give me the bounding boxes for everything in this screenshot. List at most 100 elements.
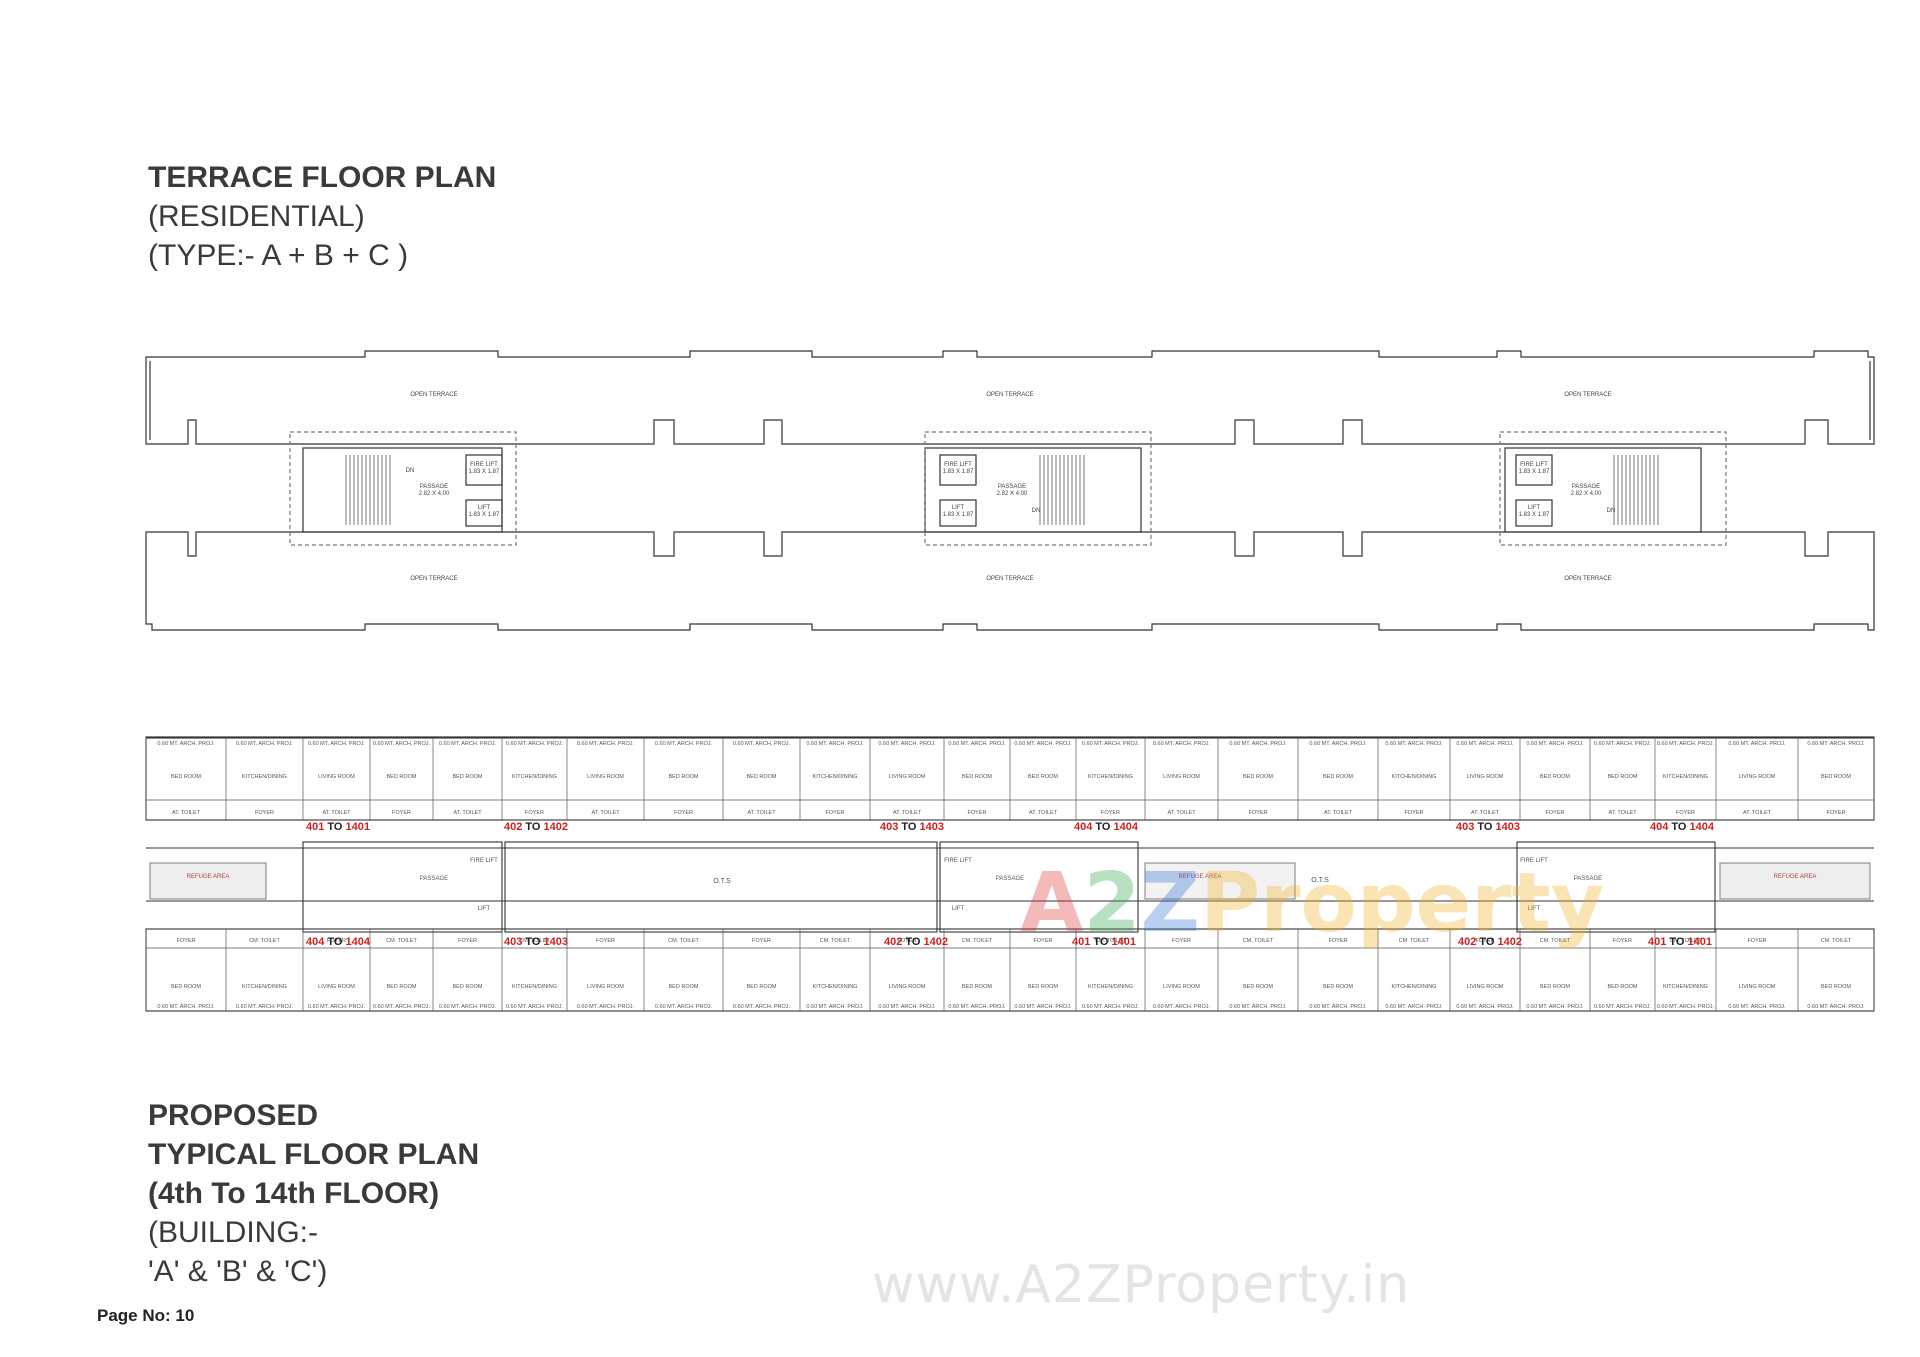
arch-proj-label: 0.60 MT. ARCH. PROJ. (1594, 741, 1652, 747)
arch-proj-label: 0.60 MT. ARCH. PROJ. (1526, 741, 1584, 747)
typical-floor-plan: BED ROOM BED ROOM 0.60 MT. ARCH. PROJ. 0.60… (145, 736, 1875, 1012)
toilet-label: CM. TOILET (1540, 938, 1571, 944)
arch-proj-label: 0.60 MT. ARCH. PROJ. (373, 741, 431, 747)
room-label: BED ROOM (1028, 774, 1058, 780)
stair-dn-label: DN (1032, 508, 1041, 514)
fire-lift-label: FIRE LIFT (470, 462, 498, 468)
terrace-plan-subtitle-1: (RESIDENTIAL) (148, 200, 365, 233)
toilet-label: CM. TOILET (820, 938, 851, 944)
room-label: BED ROOM (1323, 774, 1353, 780)
arch-proj-label: 0.60 MT. ARCH. PROJ. (1229, 1004, 1287, 1010)
terrace-plan-title: TERRACE FLOOR PLAN (148, 161, 497, 194)
toilet-label: FOYER (674, 810, 693, 816)
room-label: BED ROOM (1028, 984, 1058, 990)
unit-number-label: 404 TO 1404 (1650, 821, 1715, 833)
room-label: LIVING ROOM (889, 774, 926, 780)
page-number: Page No: 10 (97, 1306, 195, 1325)
room-label: LIVING ROOM (1467, 984, 1504, 990)
room-label: BED ROOM (171, 774, 201, 780)
toilet-label: FOYER (826, 810, 845, 816)
room-label: BED ROOM (747, 984, 777, 990)
toilet-label: CM. TOILET (1399, 938, 1430, 944)
toilet-label: FOYER (968, 810, 987, 816)
room-label: BED ROOM (747, 774, 777, 780)
arch-proj-label: 0.60 MT. ARCH. PROJ. (157, 741, 215, 747)
passage-label: PASSAGE (998, 484, 1026, 490)
toilet-label: FOYER (1405, 810, 1424, 816)
room-label: BED ROOM (1540, 774, 1570, 780)
unit-number-label: 402 TO 1402 (1458, 936, 1522, 948)
room-label: BED ROOM (387, 984, 417, 990)
logo-letter-2: 2 (1083, 856, 1141, 951)
toilet-label: FOYER (1101, 810, 1120, 816)
typical-plan-subtitle-1: (BUILDING:- (148, 1216, 319, 1249)
arch-proj-label: 0.60 MT. ARCH. PROJ. (1082, 741, 1140, 747)
arch-proj-label: 0.60 MT. ARCH. PROJ. (1526, 1004, 1584, 1010)
room-label: BED ROOM (962, 984, 992, 990)
room-label: BED ROOM (669, 984, 699, 990)
arch-proj-label: 0.60 MT. ARCH. PROJ. (506, 741, 564, 747)
open-terrace-label: OPEN TERRACE (1564, 576, 1611, 582)
passage-size: 2.82 X 4.00 (997, 491, 1028, 497)
arch-proj-label: 0.60 MT. ARCH. PROJ. (308, 1004, 366, 1010)
fire-lift-label: FIRE LIFT (944, 462, 972, 468)
arch-proj-label: 0.60 MT. ARCH. PROJ. (577, 1004, 635, 1010)
room-label: BED ROOM (1243, 774, 1273, 780)
room-label: LIVING ROOM (318, 984, 355, 990)
toilet-label: AT. TOILET (1471, 810, 1500, 816)
arch-proj-label: 0.60 MT. ARCH. PROJ. (733, 741, 791, 747)
room-label: KITCHEN/DINING (512, 984, 557, 990)
terrace-floor-plan: OPEN TERRACE OPEN TERRACE OPEN TERRACE O… (145, 350, 1875, 631)
arch-proj-label: 0.60 MT. ARCH. PROJ. (439, 1004, 497, 1010)
arch-proj-label: 0.60 MT. ARCH. PROJ. (506, 1004, 564, 1010)
toilet-label: FOYER (1476, 938, 1495, 944)
arch-proj-label: 0.60 MT. ARCH. PROJ. (1153, 1004, 1211, 1010)
room-label: KITCHEN/DINING (1392, 774, 1437, 780)
room-label: KITCHEN/DINING (1663, 984, 1708, 990)
passage-size: 2.82 X 4.00 (1571, 491, 1602, 497)
fire-lift-size: 1.83 X 1.87 (1519, 469, 1550, 475)
room-label: BED ROOM (1540, 984, 1570, 990)
unit-number-label: 401 TO 1401 (306, 821, 370, 833)
room-label: KITCHEN/DINING (1663, 774, 1708, 780)
unit-number-label: 404 TO 1404 (306, 936, 371, 948)
toilet-label: FOYER (177, 938, 196, 944)
arch-proj-label: 0.60 MT. ARCH. PROJ. (1082, 1004, 1140, 1010)
toilet-label: FOYER (1249, 810, 1268, 816)
logo-word-property: Property (1200, 856, 1605, 951)
lift-label: LIFT (478, 906, 491, 912)
arch-proj-label: 0.60 MT. ARCH. PROJ. (308, 741, 366, 747)
arch-proj-label: 0.60 MT. ARCH. PROJ. (1014, 741, 1072, 747)
arch-proj-label: 0.60 MT. ARCH. PROJ. (1309, 1004, 1367, 1010)
typical-plan-title-1: PROPOSED (148, 1099, 319, 1132)
toilet-label: AT. TOILET (1167, 810, 1196, 816)
toilet-label: AT. TOILET (893, 810, 922, 816)
toilet-label: AT. TOILET (591, 810, 620, 816)
lift-label: LIFT (952, 505, 965, 511)
open-terrace-label: OPEN TERRACE (410, 576, 457, 582)
toilet-label: CM. TOILET (1821, 938, 1852, 944)
toilet-label: CM. TOILET (962, 938, 993, 944)
lift-size: 1.83 X 1.87 (469, 512, 500, 518)
arch-proj-label: 0.60 MT. ARCH. PROJ. (1728, 741, 1786, 747)
toilet-label: FOYER (898, 938, 917, 944)
passage-label: PASSAGE (420, 876, 448, 882)
ots-label: O.T.S (713, 878, 731, 885)
room-label: LIVING ROOM (889, 984, 926, 990)
ots-label: O.T.S (1311, 877, 1329, 884)
arch-proj-label: 0.60 MT. ARCH. PROJ. (1385, 1004, 1443, 1010)
typical-plan-title-2: TYPICAL FLOOR PLAN (148, 1138, 480, 1171)
room-label: LIVING ROOM (1163, 984, 1200, 990)
lift-size: 1.83 X 1.87 (943, 512, 974, 518)
arch-proj-label: 0.60 MT. ARCH. PROJ. (806, 741, 864, 747)
room-label: KITCHEN/DINING (242, 774, 287, 780)
room-label: KITCHEN/DINING (512, 774, 557, 780)
arch-proj-label: 0.60 MT. ARCH. PROJ. (1807, 741, 1865, 747)
passage-label: PASSAGE (996, 876, 1024, 882)
unit-number-label: 402 TO 1402 (504, 821, 568, 833)
room-label: LIVING ROOM (1739, 774, 1776, 780)
toilet-label: CM. TOILET (386, 938, 417, 944)
room-label: BED ROOM (1821, 774, 1851, 780)
arch-proj-label: 0.60 MT. ARCH. PROJ. (878, 1004, 936, 1010)
arch-proj-label: 0.60 MT. ARCH. PROJ. (733, 1004, 791, 1010)
